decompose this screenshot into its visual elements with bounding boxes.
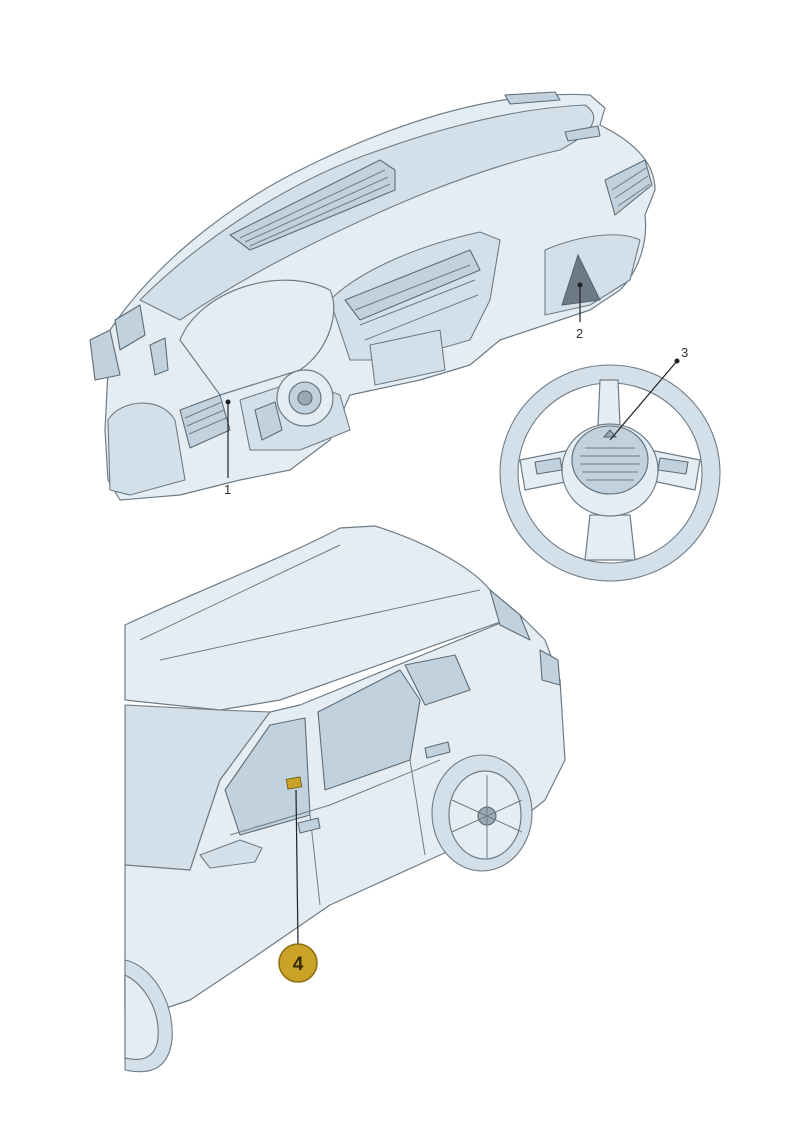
- callout-4-badge: [278, 943, 318, 983]
- callout-4: 4: [278, 789, 318, 983]
- dashboard-illustration: [89, 91, 656, 501]
- callout-1: 1: [224, 399, 231, 497]
- callout-3-label: 3: [681, 345, 688, 360]
- vehicle-illustration: [124, 525, 566, 1073]
- callout-1-label: 1: [224, 482, 231, 497]
- callout-4-label: 4: [293, 954, 304, 975]
- callout-2-label: 2: [576, 326, 583, 341]
- steering-wheel-illustration: [499, 364, 721, 582]
- callout-3: 3: [609, 345, 688, 441]
- callout-2: 2: [576, 282, 583, 341]
